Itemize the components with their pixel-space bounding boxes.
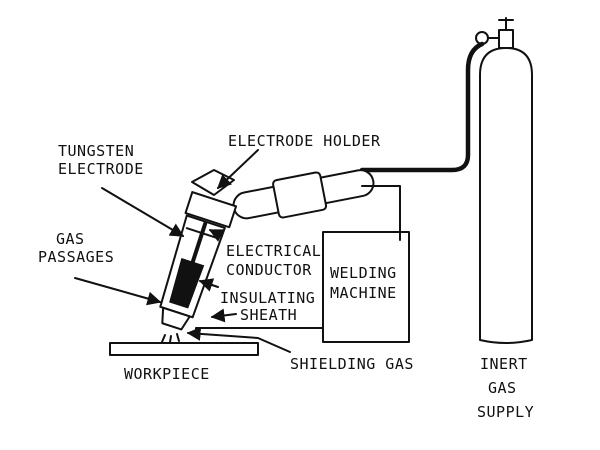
torch-head (159, 191, 238, 331)
torch-cap (191, 169, 235, 196)
arrow-electrode-holder (216, 149, 259, 189)
arc-gas-flow (161, 333, 180, 343)
electrode-holder-handle (232, 169, 375, 220)
label-welding: WELDING (330, 264, 397, 282)
label-insulating: INSULATING (220, 289, 316, 307)
label-passages: PASSAGES (38, 248, 115, 266)
inert-gas-cylinder (475, 17, 533, 344)
label-machine: MACHINE (330, 284, 397, 302)
label-supply: SUPPLY (477, 403, 535, 421)
label-gas-supply-gas: GAS (488, 379, 517, 397)
arrow-sheath (210, 308, 237, 323)
arrow-electrical-conductor (208, 229, 225, 242)
label-electrical: ELECTRICAL (226, 242, 322, 260)
label-shielding-gas: SHIELDING GAS (290, 355, 414, 373)
label-electrode: ELECTRODE (58, 160, 144, 178)
label-gas: GAS (56, 230, 85, 248)
label-conductor: CONDUCTOR (226, 261, 312, 279)
arrow-insulating-sheath (198, 278, 219, 292)
arrow-gas-passages (74, 277, 162, 306)
gas-hose (359, 41, 485, 173)
arrow-tungsten (101, 187, 185, 237)
power-cable (361, 185, 401, 241)
arrow-shielding-gas (186, 326, 291, 353)
workpiece-plate (109, 342, 259, 356)
label-inert: INERT (480, 355, 528, 373)
label-tungsten: TUNGSTEN (58, 142, 135, 160)
label-workpiece: WORKPIECE (124, 365, 210, 383)
label-electrode-holder: ELECTRODE HOLDER (228, 132, 381, 150)
welding-machine-box (322, 231, 410, 343)
label-sheath: SHEATH (240, 306, 298, 324)
